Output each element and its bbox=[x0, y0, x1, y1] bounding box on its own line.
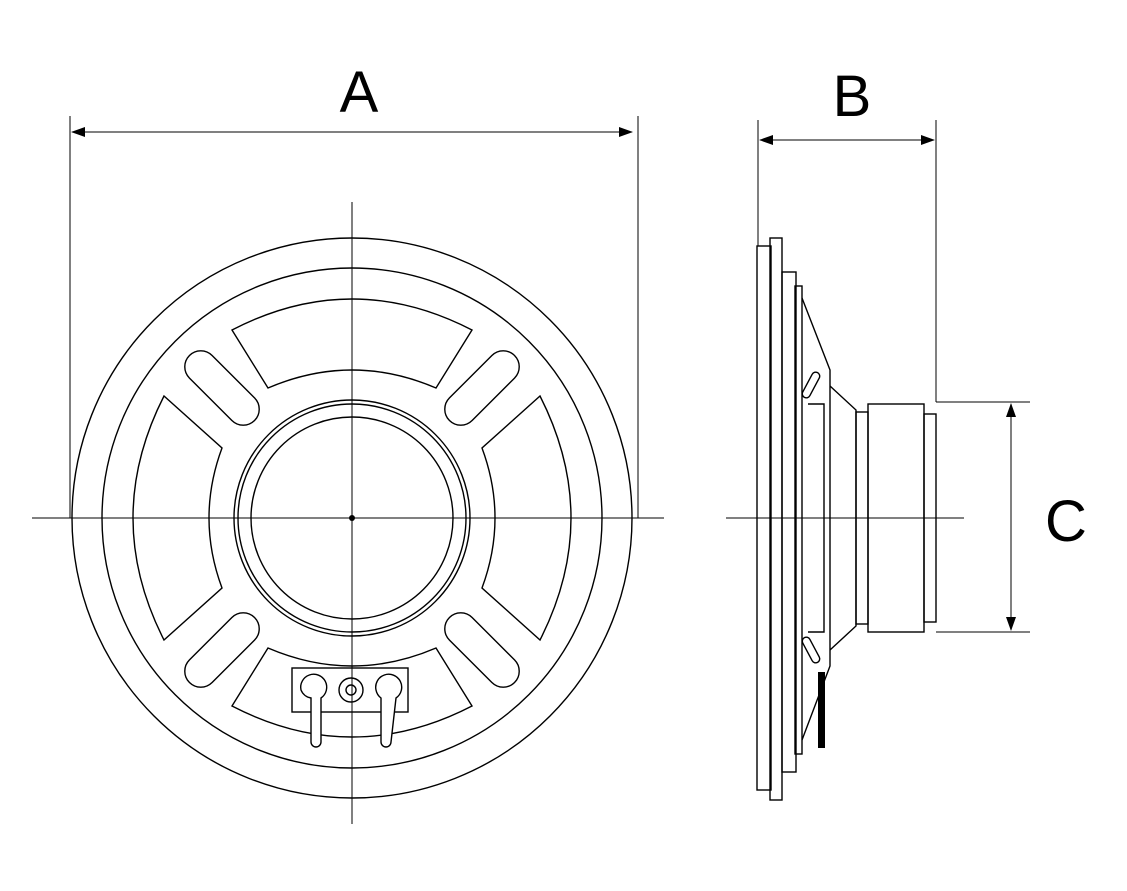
basket-slot-lower bbox=[801, 636, 821, 664]
front-view bbox=[32, 202, 664, 824]
terminal-strip bbox=[291, 667, 409, 748]
flange-plate bbox=[769, 237, 783, 801]
dimension-b: B bbox=[757, 64, 937, 402]
basket-slot-bottom-left bbox=[184, 612, 260, 688]
dimension-b-label: B bbox=[833, 64, 872, 129]
basket-slot-top-left bbox=[184, 350, 260, 426]
dimension-a-label: A bbox=[340, 60, 379, 125]
basket-window-top bbox=[231, 298, 473, 389]
basket-body bbox=[801, 297, 831, 741]
basket-window-bottom bbox=[231, 647, 473, 738]
basket-slot-upper bbox=[801, 371, 821, 399]
terminal-board bbox=[291, 667, 409, 713]
dimension-c-label: C bbox=[1045, 489, 1087, 554]
frame-rim bbox=[794, 285, 803, 755]
lead-wire bbox=[818, 672, 825, 748]
terminal-lug-right bbox=[375, 673, 403, 748]
dimension-a: A bbox=[69, 60, 639, 518]
dimension-c: C bbox=[936, 401, 1087, 633]
basket-window-left bbox=[132, 394, 223, 642]
side-view bbox=[726, 237, 964, 801]
basket-slot-top-right bbox=[444, 350, 520, 426]
basket-window-right bbox=[481, 394, 572, 642]
basket-slot-bottom-right bbox=[444, 612, 520, 688]
basket-windows bbox=[132, 298, 572, 738]
terminal-lug-left bbox=[300, 673, 328, 748]
center-point bbox=[349, 515, 355, 521]
flange-inner bbox=[781, 271, 797, 773]
terminal-eyelet-center-hole bbox=[345, 684, 357, 696]
